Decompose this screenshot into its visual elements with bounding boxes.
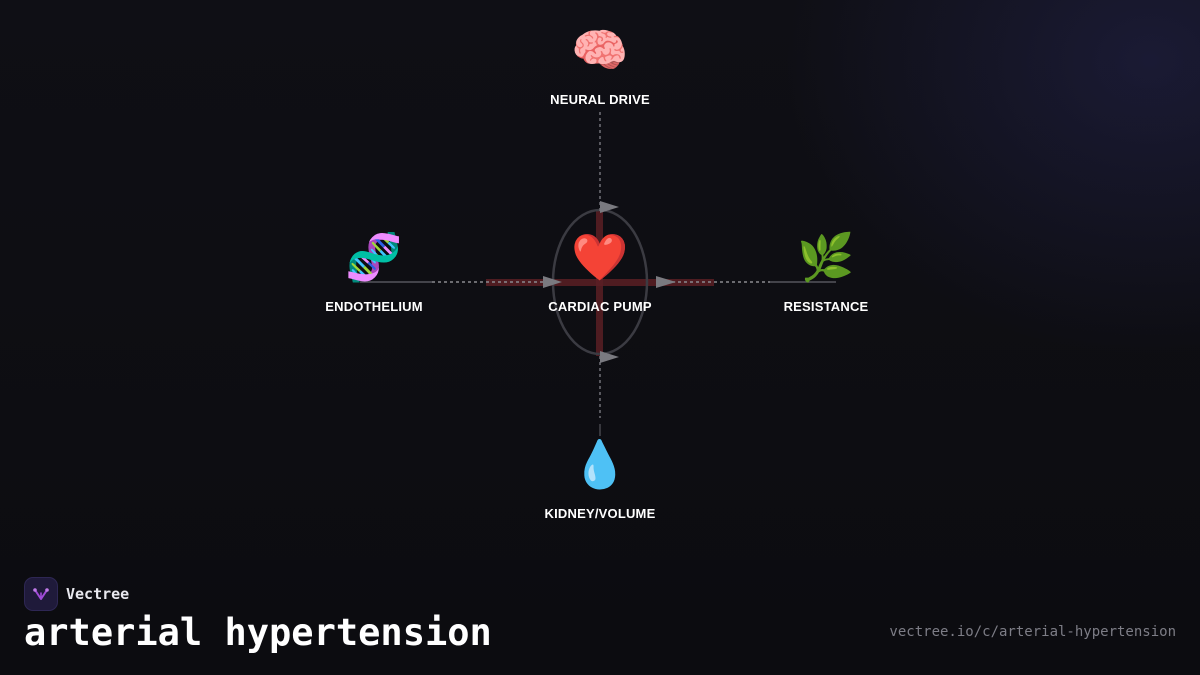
node-neural-drive[interactable]: 🧠 NEURAL DRIVE bbox=[510, 22, 690, 107]
arrowhead-left bbox=[543, 276, 562, 288]
vectree-logo-icon bbox=[24, 577, 58, 611]
page-url[interactable]: vectree.io/c/arterial-hypertension bbox=[889, 624, 1176, 640]
arrowhead-top bbox=[600, 201, 619, 213]
node-endothelium[interactable]: 🧬 ENDOTHELIUM bbox=[284, 229, 464, 314]
node-label-resistance: RESISTANCE bbox=[783, 299, 869, 314]
brand[interactable]: Vectree bbox=[24, 577, 129, 611]
page-title: arterial hypertension bbox=[24, 611, 492, 654]
node-kidney-volume[interactable]: 💧 KIDNEY/VOLUME bbox=[510, 436, 690, 521]
node-resistance[interactable]: 🌿 RESISTANCE bbox=[736, 229, 916, 314]
node-label-cardiac-pump: CARDIAC PUMP bbox=[548, 299, 652, 314]
herb-icon: 🌿 bbox=[797, 230, 855, 284]
brand-name: Vectree bbox=[66, 585, 130, 603]
highlight-bar-vertical bbox=[596, 210, 603, 356]
arrowhead-right bbox=[656, 276, 676, 288]
droplet-icon: 💧 bbox=[571, 437, 629, 491]
arrowhead-bottom bbox=[600, 351, 619, 363]
node-cardiac-pump[interactable]: ❤️ CARDIAC PUMP bbox=[510, 229, 690, 314]
brain-icon: 🧠 bbox=[571, 23, 629, 77]
node-label-endothelium: ENDOTHELIUM bbox=[325, 299, 423, 314]
heart-icon: ❤️ bbox=[571, 230, 629, 284]
node-label-neural-drive: NEURAL DRIVE bbox=[550, 92, 650, 107]
dna-icon: 🧬 bbox=[345, 230, 403, 284]
node-label-kidney-volume: KIDNEY/VOLUME bbox=[544, 506, 656, 521]
